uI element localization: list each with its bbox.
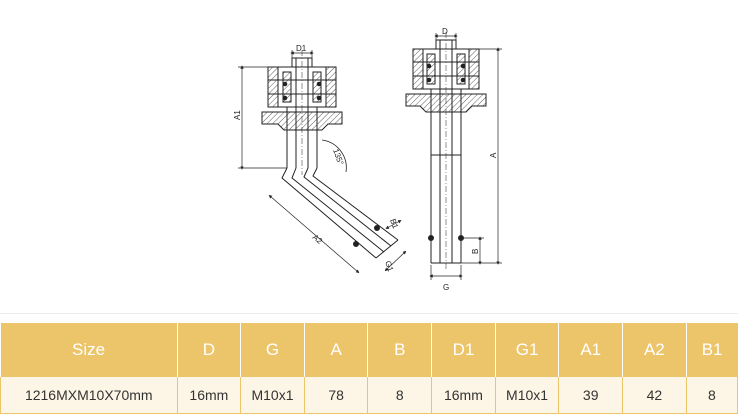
- cell-b: 8: [367, 377, 433, 414]
- cell-b1: 8: [686, 377, 738, 414]
- specification-table: Size D G A B D1 G1 A1 A2 B1 1216MXM10X70…: [0, 323, 738, 414]
- cell-a2: 42: [622, 377, 687, 414]
- label-b: B: [471, 249, 480, 254]
- cell-d1: 16mm: [431, 377, 496, 414]
- label-a: A: [489, 152, 498, 158]
- table-header-row: Size D G A B D1 G1 A1 A2 B1: [0, 323, 738, 377]
- header-b: B: [367, 323, 433, 377]
- label-d1: D1: [296, 44, 307, 53]
- header-d1: D1: [431, 323, 496, 377]
- cell-g1: M10x1: [495, 377, 560, 414]
- straight-fitting-drawing: [405, 32, 487, 270]
- header-size: Size: [0, 323, 178, 377]
- header-a: A: [304, 323, 369, 377]
- header-g: G: [240, 323, 305, 377]
- cell-size: 1216MXM10X70mm: [0, 377, 178, 414]
- cell-d: 16mm: [177, 377, 242, 414]
- technical-drawing-area: D1 A1 A2 B1 G1 135°: [0, 27, 738, 314]
- header-g1: G1: [495, 323, 560, 377]
- label-d: D: [442, 27, 448, 36]
- right-dimension-lines: [429, 33, 502, 280]
- cell-g: M10x1: [240, 377, 305, 414]
- left-dimension-lines: [238, 50, 407, 274]
- header-d: D: [177, 323, 242, 377]
- cell-a1: 39: [558, 377, 624, 414]
- label-g1: G1: [383, 260, 395, 274]
- header-a1: A1: [558, 323, 624, 377]
- table-row: 1216MXM10X70mm 16mm M10x1 78 8 16mm M10x…: [0, 377, 738, 414]
- label-angle: 135°: [331, 148, 345, 167]
- angled-fitting-drawing: [261, 50, 399, 259]
- label-g: G: [443, 283, 449, 292]
- label-b1: B1: [388, 218, 400, 231]
- technical-drawing: D1 A1 A2 B1 G1 135°: [233, 27, 502, 292]
- header-a2: A2: [622, 323, 687, 377]
- header-b1: B1: [686, 323, 738, 377]
- cell-a: 78: [304, 377, 369, 414]
- label-a1: A1: [233, 110, 242, 120]
- label-a2: A2: [311, 233, 325, 247]
